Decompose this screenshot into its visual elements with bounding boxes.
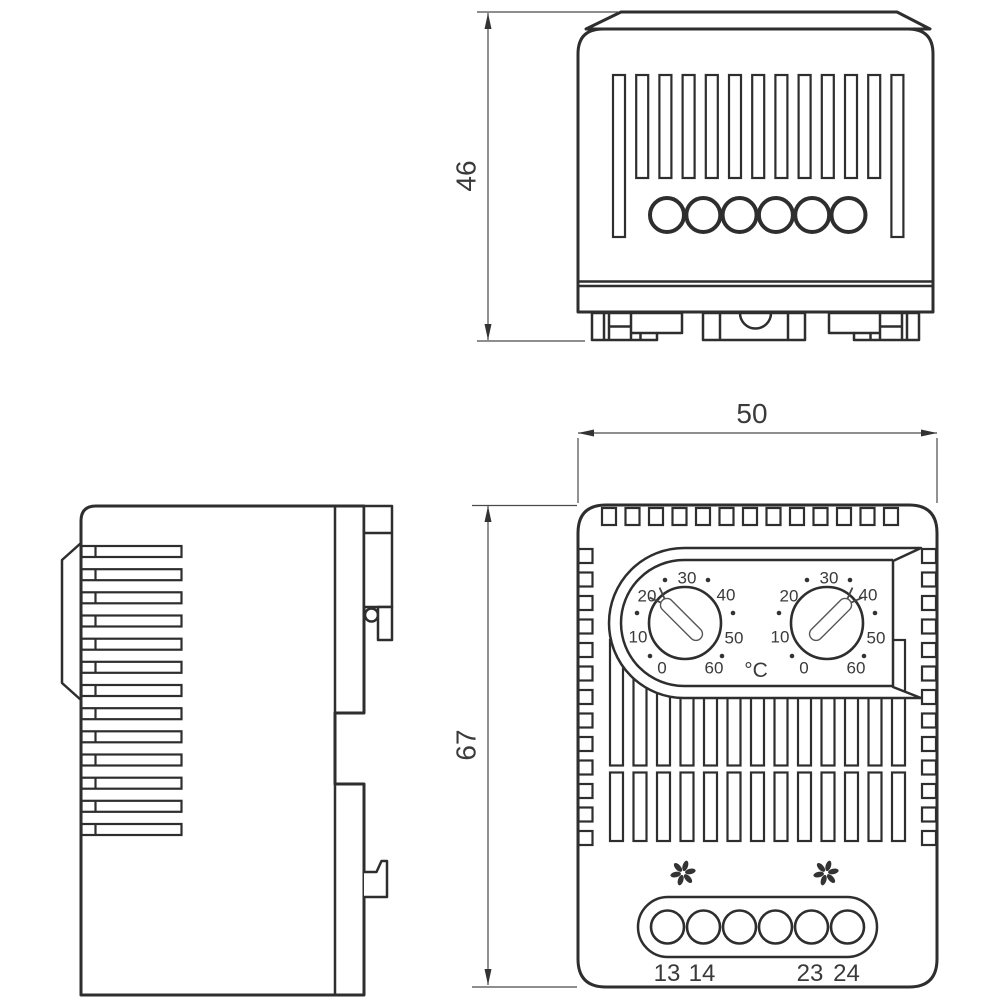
left-dial-pointer	[659, 597, 704, 642]
svg-text:30: 30	[678, 569, 697, 588]
terminal-screw	[757, 909, 794, 945]
svg-text:50: 50	[725, 629, 744, 648]
left-dial-scale: 0 10 20 30 40 50 60	[629, 569, 744, 678]
side-view-din-clip-top	[362, 504, 394, 642]
terminal-screw	[829, 909, 866, 945]
svg-text:10: 10	[771, 628, 790, 647]
dimension-width-label: 50	[736, 398, 767, 429]
dimension-depth-label: 46	[451, 160, 482, 191]
terminal-screw	[685, 909, 722, 945]
right-dial-pointer	[808, 597, 853, 642]
dimension-width: 50	[577, 398, 938, 503]
svg-text:0: 0	[799, 659, 808, 678]
svg-text:20: 20	[638, 587, 657, 606]
svg-text:60: 60	[705, 659, 724, 678]
dimension-depth: 46	[451, 11, 618, 342]
terminal-block: 13 14 23 24	[636, 895, 879, 987]
celsius-unit-label: °C	[744, 659, 768, 682]
svg-text:60: 60	[847, 659, 866, 678]
terminal-label: 13	[654, 960, 681, 987]
top-view-feet	[590, 311, 921, 342]
top-view	[576, 10, 935, 342]
terminal-label: 24	[833, 960, 860, 987]
top-view-back-edge	[584, 10, 932, 31]
front-view: 0 10 20 30 40 50 60	[576, 503, 939, 989]
terminal-screw	[721, 909, 758, 945]
svg-text:0: 0	[657, 659, 666, 678]
right-dial-scale: 0 10 20 30 40 50 60	[771, 569, 886, 678]
dial-panel: 0 10 20 30 40 50 60	[607, 546, 923, 700]
left-dial: 0 10 20 30 40 50 60	[629, 569, 744, 678]
terminal-screw	[793, 909, 830, 945]
side-view-din-clip-bottom	[364, 859, 389, 899]
side-view	[60, 504, 394, 997]
dimension-height-label: 67	[451, 729, 482, 760]
svg-text:50: 50	[867, 629, 886, 648]
svg-text:40: 40	[717, 586, 736, 605]
right-dial: 0 10 20 30 40 50 60	[771, 569, 886, 678]
svg-text:30: 30	[820, 569, 839, 588]
clip-pivot-circle	[363, 607, 380, 623]
svg-text:10: 10	[629, 628, 648, 647]
svg-text:40: 40	[859, 586, 878, 605]
dimension-height: 67	[451, 504, 577, 988]
svg-text:20: 20	[780, 587, 799, 606]
terminal-label: 14	[689, 960, 716, 987]
side-view-grille-bulge	[60, 542, 82, 701]
terminal-label: 23	[797, 960, 824, 987]
terminal-screw	[649, 909, 686, 945]
